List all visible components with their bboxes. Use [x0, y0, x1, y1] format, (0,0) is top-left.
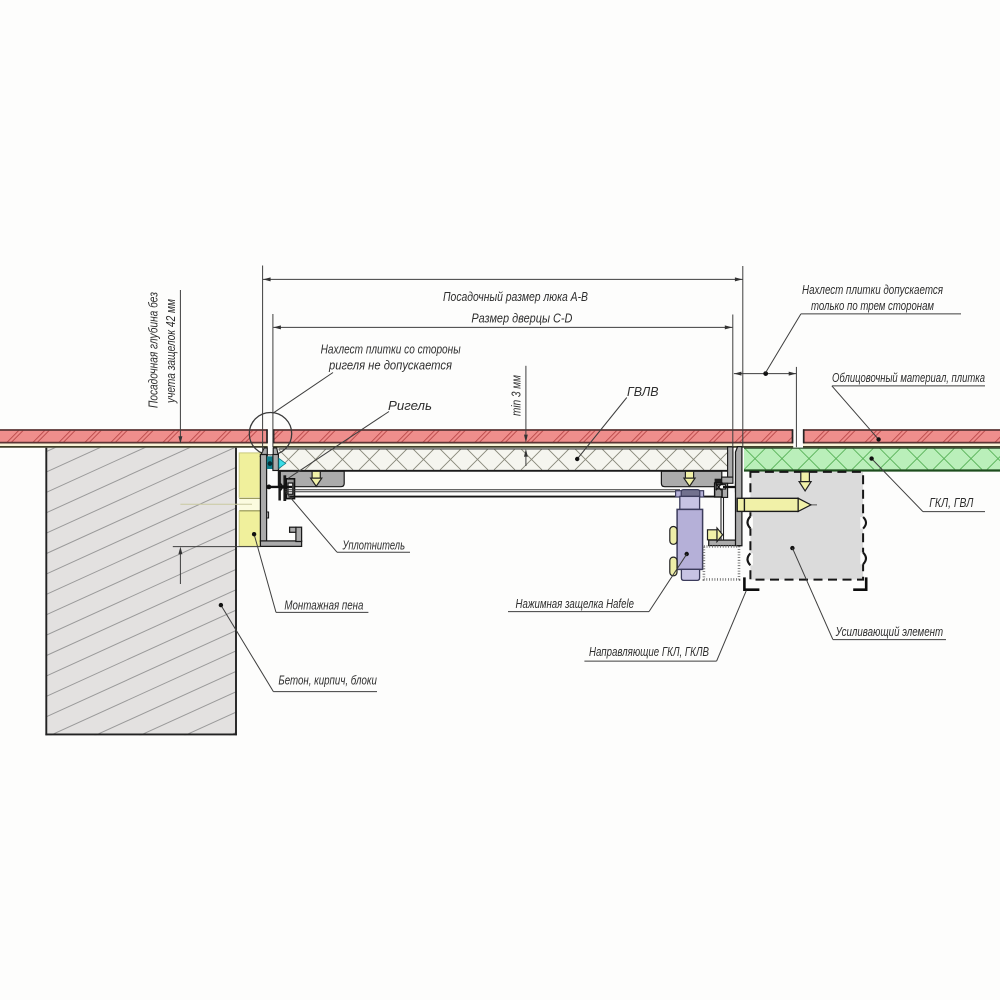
- svg-text:учета защелок 42 мм: учета защелок 42 мм: [163, 299, 178, 404]
- svg-text:Усиливающий элемент: Усиливающий элемент: [835, 624, 943, 639]
- svg-text:Посадочный размер люка А-В: Посадочный размер люка А-В: [443, 289, 588, 304]
- svg-text:Нажимная защелка Hafele: Нажимная защелка Hafele: [516, 596, 635, 611]
- svg-text:Размер дверцы С-D: Размер дверцы С-D: [471, 311, 572, 326]
- svg-text:ГВЛВ: ГВЛВ: [627, 384, 659, 399]
- svg-text:ГКЛ, ГВЛ: ГКЛ, ГВЛ: [929, 495, 973, 510]
- svg-text:Нахлест плитки допускается: Нахлест плитки допускается: [802, 282, 943, 297]
- svg-text:Ригель: Ригель: [388, 398, 432, 413]
- svg-text:Направляющие ГКЛ, ГКЛВ: Направляющие ГКЛ, ГКЛВ: [589, 644, 709, 659]
- svg-text:Уплотнитель: Уплотнитель: [342, 537, 405, 552]
- svg-text:min 3 мм: min 3 мм: [509, 375, 524, 416]
- svg-text:Нахлест плитки со стороны: Нахлест плитки со стороны: [321, 342, 461, 357]
- svg-text:Облицовочный материал, плитка: Облицовочный материал, плитка: [832, 370, 985, 385]
- svg-text:Монтажная пена: Монтажная пена: [284, 597, 363, 612]
- svg-text:ригеля не допускается: ригеля не допускается: [328, 358, 452, 373]
- svg-text:только по трем сторонам: только по трем сторонам: [811, 298, 934, 313]
- svg-text:Бетон, кирпич, блоки: Бетон, кирпич, блоки: [278, 673, 377, 688]
- svg-text:Посадочная глубина без: Посадочная глубина без: [146, 292, 161, 408]
